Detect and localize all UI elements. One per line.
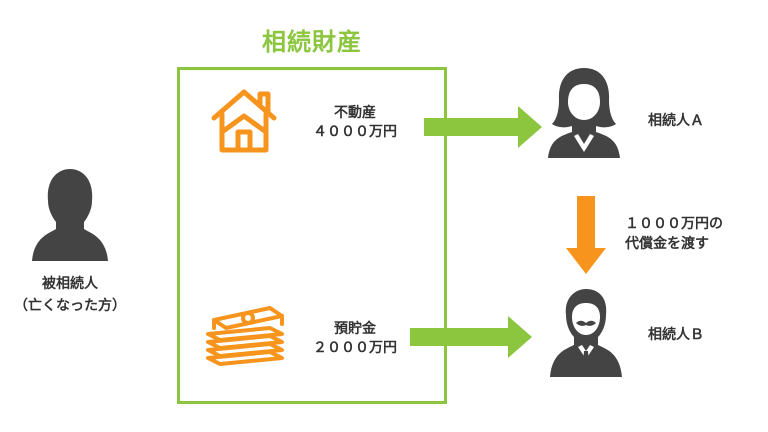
asset-1-value: ４０００万円 (313, 124, 397, 140)
decedent-person-icon (30, 165, 110, 261)
asset-2-name: 預貯金 (334, 321, 376, 337)
arrow-to-heir-a (424, 106, 544, 148)
estate-box (177, 67, 447, 404)
compensation-line1: １０００万円の (625, 216, 723, 232)
woman-icon (546, 66, 622, 158)
heir-a-label: 相続人Ａ (648, 113, 704, 129)
compensation-arrow (566, 196, 606, 276)
asset-2-value: ２０００万円 (313, 340, 397, 356)
asset-1-name: 不動産 (334, 105, 376, 121)
money-stack-icon (204, 300, 286, 366)
compensation-line2: 代償金を渡す (625, 236, 709, 252)
decedent-label-line1: 被相続人 (42, 276, 98, 292)
decedent-label-line2: （亡くなった方） (14, 298, 126, 314)
diagram-title: 相続財産 (262, 28, 362, 56)
house-icon (208, 84, 280, 156)
heir-b-label: 相続人Ｂ (648, 327, 704, 343)
arrow-to-heir-b (410, 316, 534, 358)
man-mustache-icon (548, 285, 624, 377)
